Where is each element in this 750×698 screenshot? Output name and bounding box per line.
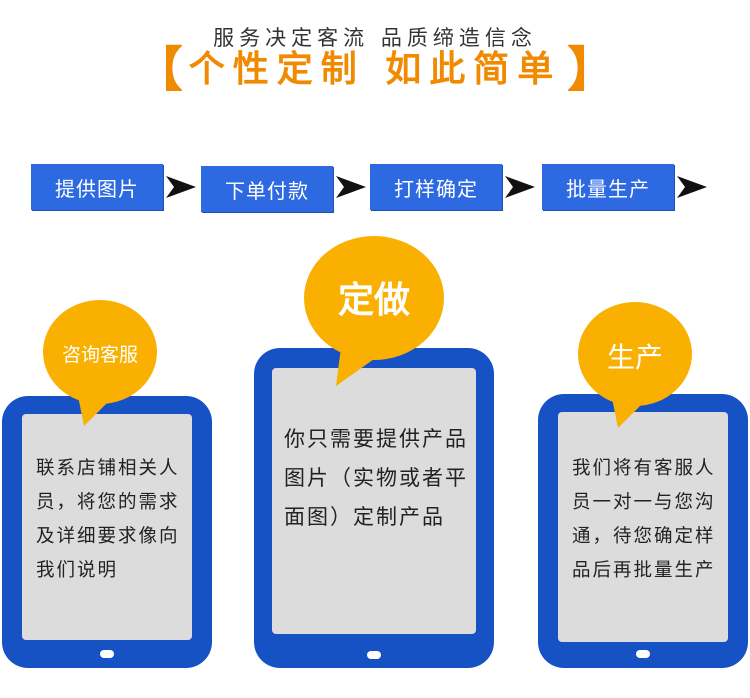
bubble-label: 生产 [606, 341, 663, 374]
step-mass-production: 批量生产 [542, 164, 674, 210]
arrow-right-icon [677, 176, 707, 198]
step-provide-image: 提供图片 [31, 164, 163, 210]
tablet-card-custom: 你只需要提供产品图片（实物或者平面图）定制产品 [254, 348, 494, 668]
step-label: 打样确定 [394, 176, 478, 201]
tablet-card-consult: 联系店铺相关人员，将您的需求及详细要求像向我们说明 [2, 396, 212, 668]
step-order-payment: 下单付款 [201, 166, 333, 212]
bracket-left: 【 [134, 42, 183, 98]
step-label: 批量生产 [566, 176, 650, 201]
card-text: 联系店铺相关人员，将您的需求及详细要求像向我们说明 [22, 414, 192, 640]
step-label: 下单付款 [225, 178, 309, 203]
headline: 【个性定制 如此简单】 [0, 46, 750, 94]
home-button [100, 650, 114, 658]
bubble-label: 咨询客服 [61, 344, 138, 366]
bracket-right: 】 [567, 42, 616, 98]
card-text: 你只需要提供产品图片（实物或者平面图）定制产品 [272, 368, 476, 634]
speech-bubble-icon [304, 236, 444, 386]
speech-bubble-icon [43, 300, 157, 426]
card-text: 我们将有客服人员一对一与您沟通，待您确定样品后再批量生产 [558, 412, 728, 642]
subtitle: 服务决定客流 品质缔造信念 [213, 26, 537, 50]
home-button [636, 650, 650, 658]
tablet-card-production: 我们将有客服人员一对一与您沟通，待您确定样品后再批量生产 [538, 394, 748, 668]
arrow-right-icon [505, 176, 535, 198]
speech-bubble-icon [578, 302, 692, 428]
headline-text: 个性定制 如此简单 [188, 49, 562, 90]
bubble-label: 定做 [337, 280, 410, 321]
step-label: 提供图片 [55, 176, 139, 201]
arrow-right-icon [166, 176, 196, 198]
step-sample-confirm: 打样确定 [370, 164, 502, 210]
home-button [367, 651, 381, 659]
arrow-right-icon [336, 176, 366, 198]
